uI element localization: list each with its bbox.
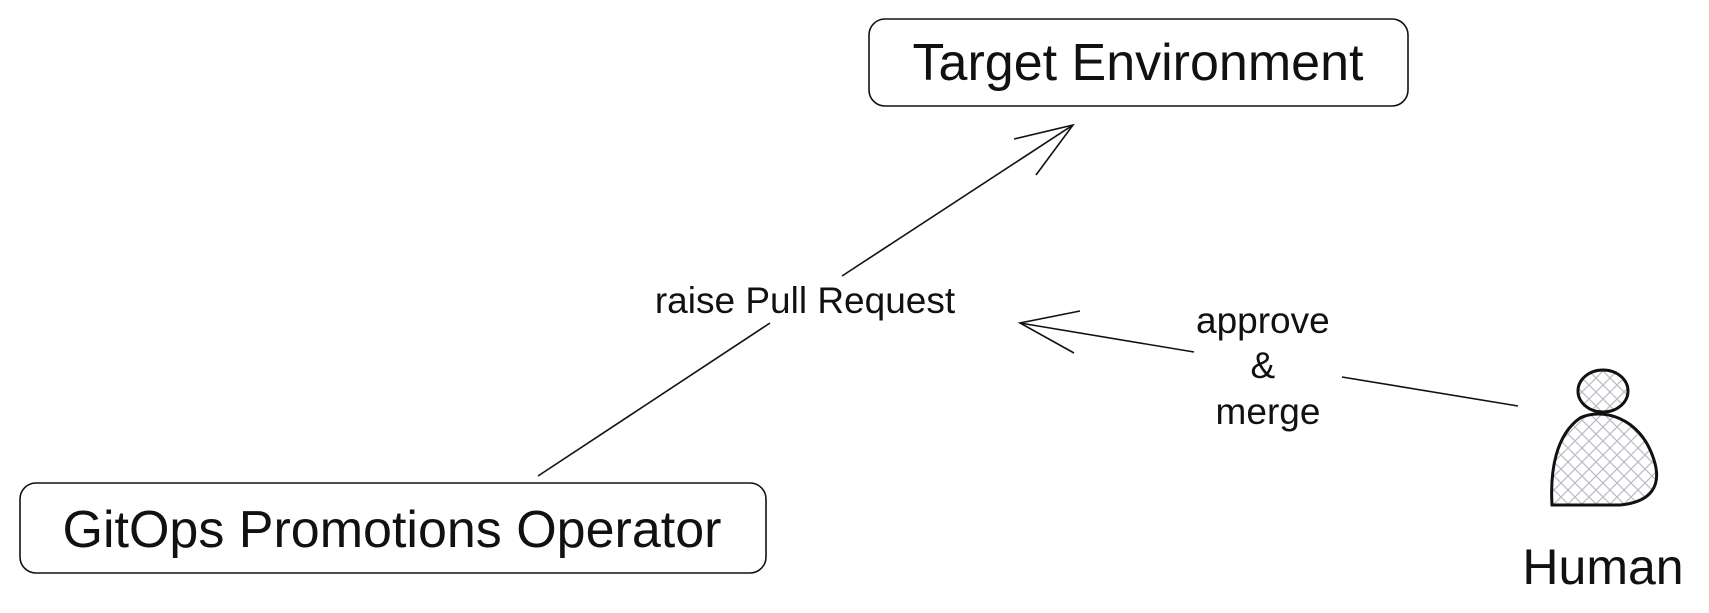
- gitops-operator-node[interactable]: GitOps Promotions Operator: [19, 482, 767, 574]
- person-icon: [1550, 368, 1659, 507]
- gitops-operator-label: GitOps Promotions Operator: [63, 501, 722, 559]
- approve-merge-line-2: &: [1251, 345, 1276, 386]
- human-label: Human: [1522, 539, 1683, 595]
- raise-pr-line-lower: [537, 322, 771, 477]
- approve-merge-line-left: [1019, 322, 1195, 353]
- approve-merge-line-3: merge: [1216, 391, 1321, 432]
- raise-pr-line-upper: [841, 124, 1074, 277]
- raise-pull-request-label: raise Pull Request: [655, 280, 956, 321]
- approve-merge-edge: approve & merge: [1017, 300, 1519, 432]
- approve-merge-line-right: [1341, 376, 1519, 407]
- raise-pr-arrowhead: [1013, 123, 1075, 176]
- raise-pull-request-edge: raise Pull Request: [537, 123, 1075, 477]
- approve-merge-line-1: approve: [1196, 300, 1330, 341]
- approve-merge-arrowhead: [1017, 310, 1081, 354]
- target-environment-label: Target Environment: [913, 34, 1364, 92]
- approve-merge-label: approve & merge: [1196, 300, 1340, 432]
- target-environment-node[interactable]: Target Environment: [868, 18, 1409, 107]
- human-node[interactable]: Human: [1522, 368, 1684, 595]
